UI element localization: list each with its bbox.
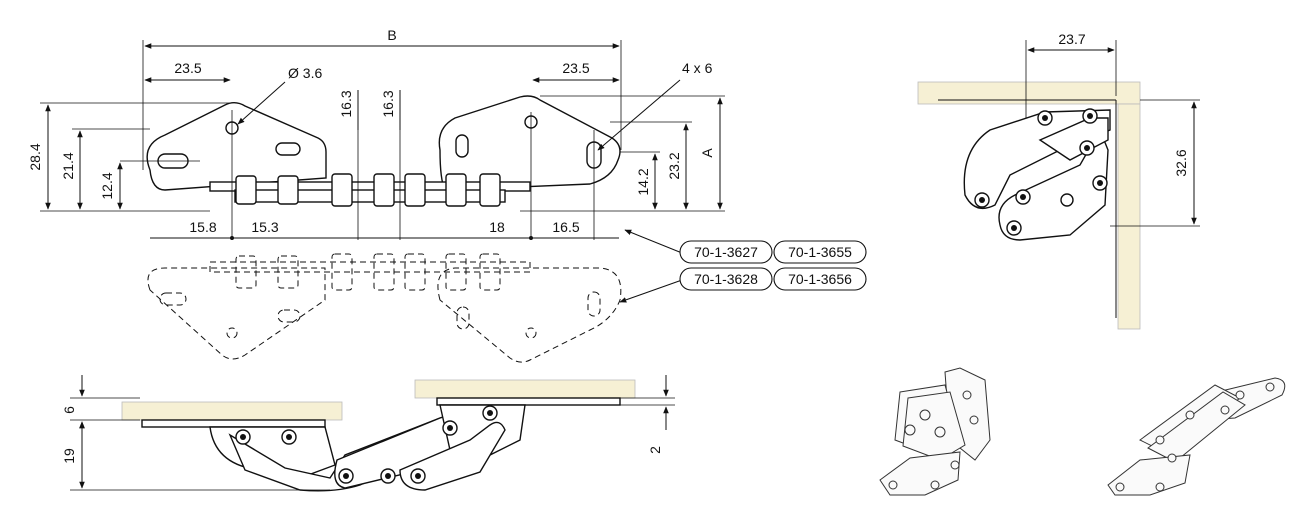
part-number-upper-2: 70-1-3655 bbox=[788, 244, 852, 260]
top-view-hinge bbox=[120, 95, 621, 240]
dim-6: 6 bbox=[61, 406, 77, 414]
dim-23.5-right: 23.5 bbox=[562, 60, 589, 76]
mirrored-hinge-dashed bbox=[147, 253, 622, 363]
isometric-hinge-closed bbox=[879, 367, 991, 496]
dim-21.4: 21.4 bbox=[60, 152, 76, 179]
dim-15.3: 15.3 bbox=[251, 219, 278, 235]
part-number-upper-1: 70-1-3627 bbox=[694, 244, 758, 260]
dim-16.5: 16.5 bbox=[552, 219, 579, 235]
dim-12.4: 12.4 bbox=[99, 172, 115, 199]
installed-hinge-view: 23.7 32.6 bbox=[917, 31, 1200, 330]
dim-18: 18 bbox=[489, 219, 505, 235]
dim-15.8: 15.8 bbox=[189, 219, 216, 235]
dim-23.2: 23.2 bbox=[666, 152, 682, 179]
dim-28.4: 28.4 bbox=[27, 143, 43, 170]
dim-16.3-b: 16.3 bbox=[380, 90, 396, 117]
part-number-lower-1: 70-1-3628 bbox=[694, 271, 758, 287]
dim-B: B bbox=[387, 27, 396, 43]
dim-32.6: 32.6 bbox=[1173, 149, 1189, 176]
side-view-hinge: 6 19 2 bbox=[61, 375, 675, 492]
dim-2: 2 bbox=[647, 446, 663, 454]
dim-16.3-a: 16.3 bbox=[338, 90, 354, 117]
part-number-callouts: 70-1-3627 70-1-3655 70-1-3628 70-1-3656 bbox=[619, 229, 867, 303]
dim-slot: 4 x 6 bbox=[682, 60, 713, 76]
dim-hole-diameter: Ø 3.6 bbox=[288, 65, 322, 81]
dim-23.5-left: 23.5 bbox=[174, 60, 201, 76]
isometric-hinge-open bbox=[1107, 377, 1286, 496]
dim-19: 19 bbox=[61, 448, 77, 464]
part-number-lower-2: 70-1-3656 bbox=[788, 271, 852, 287]
top-view-dimensions: B 23.5 23.5 Ø 3.6 4 x 6 16.3 16.3 28.4 2… bbox=[27, 27, 725, 240]
dim-A: A bbox=[699, 148, 715, 158]
dim-23.7: 23.7 bbox=[1058, 31, 1085, 47]
dim-14.2: 14.2 bbox=[635, 168, 651, 195]
